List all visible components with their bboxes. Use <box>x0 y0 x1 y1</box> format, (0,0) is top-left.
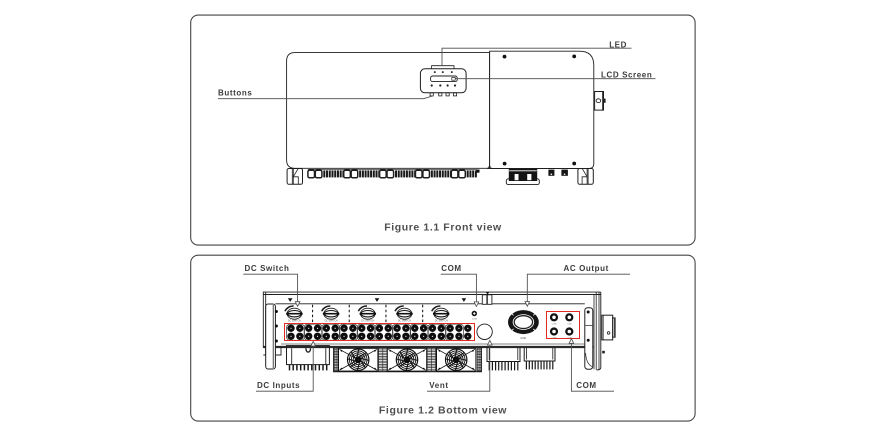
svg-text:COM: COM <box>552 324 557 326</box>
svg-text:GRID: GRID <box>520 338 526 340</box>
svg-text:DC Switch: DC Switch <box>245 264 290 273</box>
svg-text:COM: COM <box>567 324 572 326</box>
svg-text:DC SWITCH: DC SWITCH <box>435 321 448 323</box>
svg-text:LCD Screen: LCD Screen <box>601 70 652 79</box>
svg-text:Figure 1.1 Front view: Figure 1.1 Front view <box>384 221 502 233</box>
svg-text:LED: LED <box>609 40 627 49</box>
svg-text:COM: COM <box>552 338 557 340</box>
svg-text:Figure 1.2 Bottom view: Figure 1.2 Bottom view <box>379 404 507 416</box>
svg-text:DC SWITCH: DC SWITCH <box>398 321 411 323</box>
svg-text:COM: COM <box>441 264 461 273</box>
svg-text:COM: COM <box>472 318 477 320</box>
svg-text:Vent: Vent <box>429 381 448 390</box>
svg-text:DC SWITCH: DC SWITCH <box>361 321 374 323</box>
svg-text:DC Inputs: DC Inputs <box>257 381 300 390</box>
svg-text:COM: COM <box>567 338 572 340</box>
svg-text:COM: COM <box>576 381 596 390</box>
svg-text:Buttons: Buttons <box>218 89 252 98</box>
svg-text:AC Output: AC Output <box>564 264 609 273</box>
svg-text:DC SWITCH: DC SWITCH <box>325 321 338 323</box>
svg-text:DC SWITCH: DC SWITCH <box>288 321 301 323</box>
